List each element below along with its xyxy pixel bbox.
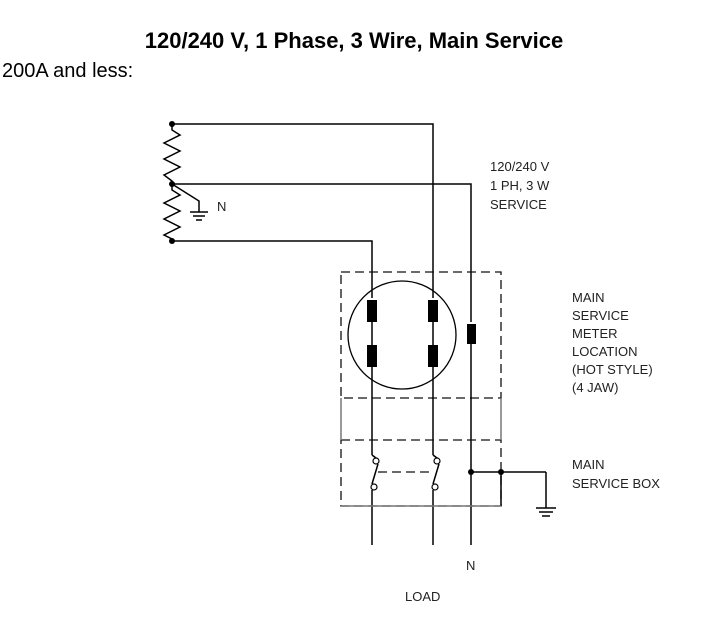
diagram-subtitle: 200A and less: xyxy=(2,60,134,82)
service-box-enclosure xyxy=(340,439,502,507)
meter-jaw xyxy=(428,300,438,322)
ground-symbol-top xyxy=(171,183,208,221)
neutral-label-bottom: N xyxy=(466,558,475,573)
meter-jaw xyxy=(428,345,438,367)
neutral-bonding xyxy=(468,469,556,517)
meter-label-line: MAIN xyxy=(572,290,605,305)
meter-jaw xyxy=(367,345,377,367)
neutral-block xyxy=(467,324,476,344)
service-box-label-line: MAIN xyxy=(572,457,605,472)
transformer-secondary xyxy=(162,121,182,244)
meter-jaw xyxy=(367,300,377,322)
service-label-line: 1 PH, 3 W xyxy=(490,178,550,193)
service-label-line: 120/240 V xyxy=(490,159,550,174)
diagram-title: 120/240 V, 1 Phase, 3 Wire, Main Service xyxy=(144,28,564,53)
neutral-label-top: N xyxy=(217,199,226,214)
meter-label-line: (HOT STYLE) xyxy=(572,362,653,377)
disconnect-switch xyxy=(370,454,441,491)
service-label-line: SERVICE xyxy=(490,197,547,212)
meter-jaws xyxy=(367,300,476,367)
meter-socket xyxy=(347,280,457,390)
meter-label-line: METER xyxy=(572,326,618,341)
service-conductors xyxy=(172,123,472,322)
meter-label-line: LOCATION xyxy=(572,344,638,359)
line-conductors xyxy=(371,322,472,545)
load-label: LOAD xyxy=(405,589,440,604)
enclosure-wires xyxy=(340,398,502,507)
service-box-label-line: SERVICE BOX xyxy=(572,476,660,491)
meter-enclosure xyxy=(340,271,502,399)
meter-label-line: (4 JAW) xyxy=(572,380,618,395)
meter-label-line: SERVICE xyxy=(572,308,629,323)
